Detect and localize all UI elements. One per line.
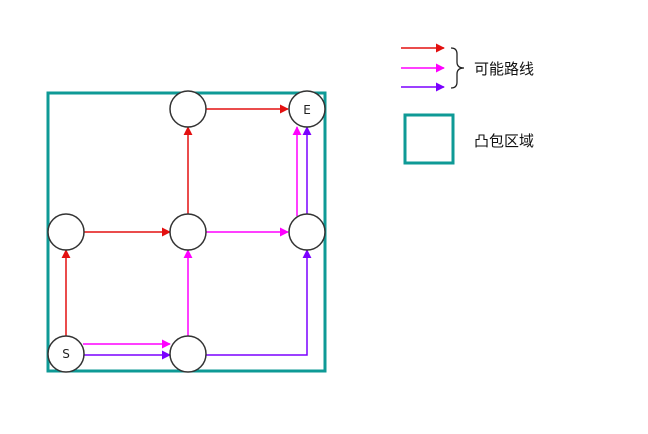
node-end-label: E xyxy=(303,103,311,117)
node-bottom-middle xyxy=(169,335,207,373)
node-top xyxy=(169,90,207,128)
node-center xyxy=(169,213,207,251)
legend-paths-label: 可能路线 xyxy=(474,60,534,78)
path-magenta xyxy=(83,126,302,349)
node-start-label: S xyxy=(62,347,70,361)
legend: 可能路线 凸包区域 xyxy=(401,43,534,165)
legend-hull-swatch xyxy=(403,113,455,165)
path-purple xyxy=(83,126,312,360)
legend-curly-brace xyxy=(450,47,465,89)
node-right-middle xyxy=(288,213,326,251)
purple-edge-bottom-mid-to-right-mid xyxy=(206,249,312,356)
node-left-middle xyxy=(47,213,85,251)
graph-nodes: S E xyxy=(47,90,326,373)
path-red xyxy=(61,104,289,337)
node-start xyxy=(47,335,85,373)
legend-hull-label: 凸包区域 xyxy=(474,132,534,150)
node-end xyxy=(288,90,326,128)
